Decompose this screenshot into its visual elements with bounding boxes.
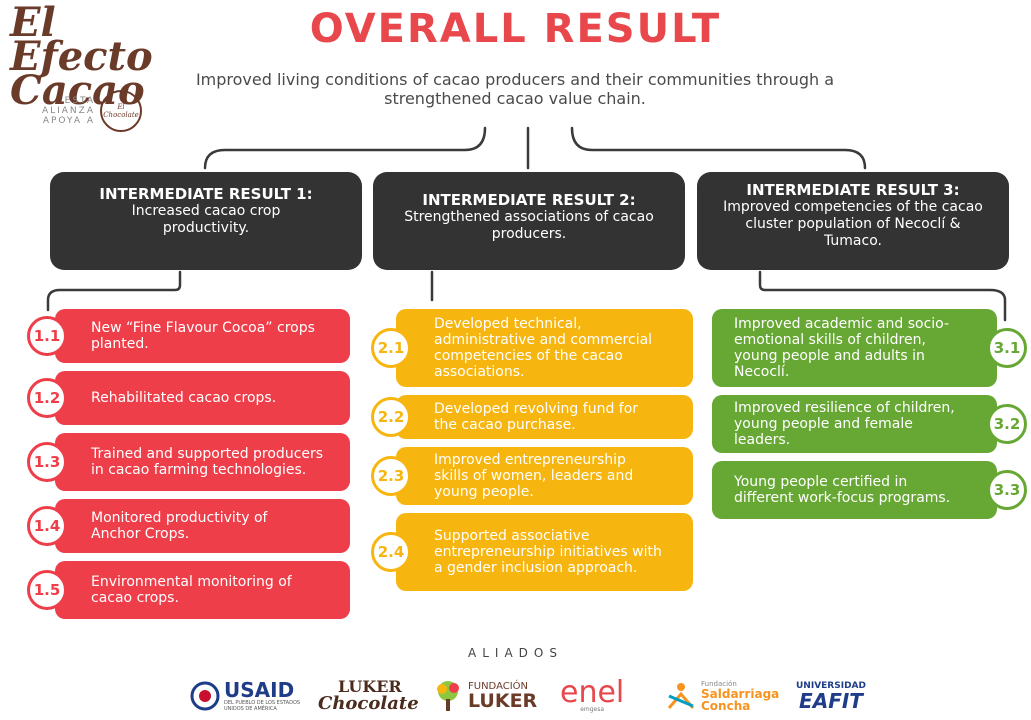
page-title: OVERALL RESULT — [309, 6, 722, 52]
result-2-2: Developed revolving fund for the cacao p… — [396, 395, 693, 439]
result-3-1: Improved academic and socio-emotional sk… — [712, 309, 997, 387]
result-1-3-text: Trained and supported producers in cacao… — [91, 446, 324, 478]
result-2-4-text: Supported associative entrepreneurship i… — [434, 528, 662, 576]
luker-chocolate-line-2: Chocolate — [318, 693, 419, 714]
logo-tagline: ESTA ALIANZA APOYA A — [41, 96, 95, 126]
usaid-name: USAID — [224, 678, 295, 702]
eafit-line-1: UNIVERSIDAD — [796, 681, 866, 691]
result-2-2-number: 2.2 — [371, 397, 411, 437]
usaid-logo: USAID DEL PUEBLO DE LOS ESTADOS UNIDOS D… — [190, 676, 304, 716]
result-1-1-number: 1.1 — [27, 316, 67, 356]
result-1-4-text: Monitored productivity of Anchor Crops. — [91, 510, 268, 542]
logo-line-1: El Efecto — [10, 0, 153, 80]
result-3-3: Young people certified in different work… — [712, 461, 997, 519]
luker-chocolate-line-1: LUKER — [338, 677, 402, 696]
fundacion-luker-line-2: LUKER — [468, 690, 538, 712]
result-3-3-text: Young people certified in different work… — [734, 474, 951, 506]
result-2-2-text: Developed revolving fund for the cacao p… — [434, 401, 639, 433]
ir3-text: Improved competencies of the cacao clust… — [723, 199, 983, 249]
result-1-3: Trained and supported producers in cacao… — [55, 433, 350, 491]
result-3-2-text: Improved resilience of children, young p… — [734, 400, 955, 448]
result-2-1-number: 2.1 — [371, 328, 411, 368]
ir1-heading: INTERMEDIATE RESULT 1: — [99, 185, 313, 203]
result-2-3-text: Improved entrepreneurship skills of wome… — [434, 452, 634, 500]
usaid-subtext: DEL PUEBLO DE LOS ESTADOS UNIDOS DE AMÉR… — [224, 700, 301, 712]
saldarriaga-concha-logo: Fundación Saldarriaga Concha — [665, 676, 779, 716]
ir2-text: Strengthened associations of cacao produ… — [404, 209, 654, 242]
tree-icon — [437, 681, 459, 711]
result-3-1-text: Improved academic and socio-emotional sk… — [734, 316, 950, 380]
result-1-5-number: 1.5 — [27, 570, 67, 610]
result-3-3-number: 3.3 — [987, 470, 1027, 510]
el-chocolate-badge: El Chocolate — [100, 90, 142, 132]
usaid-seal-icon — [190, 681, 220, 711]
result-1-1-text: New “Fine Flavour Cocoa” crops planted. — [91, 320, 315, 352]
saldarriaga-line-1: Fundación — [701, 680, 737, 688]
intermediate-result-3: INTERMEDIATE RESULT 3: Improved competen… — [697, 172, 1009, 270]
ir1-text: Increased cacao crop productivity. — [131, 203, 281, 236]
result-1-1: New “Fine Flavour Cocoa” crops planted. — [55, 309, 350, 363]
result-2-3: Improved entrepreneurship skills of wome… — [396, 447, 693, 505]
result-1-5-text: Environmental monitoring of cacao crops. — [91, 574, 292, 606]
aliados-label: ALIADOS — [468, 646, 563, 660]
result-2-4: Supported associative entrepreneurship i… — [396, 513, 693, 591]
result-2-1: Developed technical, administrative and … — [396, 309, 693, 387]
intermediate-result-1: INTERMEDIATE RESULT 1: Increased cacao c… — [50, 172, 362, 270]
saldarriaga-line-2: Saldarriaga — [701, 687, 780, 701]
result-1-2: Rehabilitated cacao crops. — [55, 371, 350, 425]
eafit-line-2: EAFIT — [799, 689, 863, 713]
result-2-3-number: 2.3 — [371, 456, 411, 496]
result-1-2-text: Rehabilitated cacao crops. — [91, 390, 277, 406]
people-icon — [667, 683, 695, 709]
result-1-4: Monitored productivity of Anchor Crops. — [55, 499, 350, 553]
page-subtitle: Improved living conditions of cacao prod… — [195, 70, 835, 108]
fundacion-luker-logo: FUNDACIÓN LUKER — [432, 676, 537, 716]
result-2-1-text: Developed technical, administrative and … — [434, 316, 653, 380]
result-1-4-number: 1.4 — [27, 506, 67, 546]
fundacion-luker-line-1: FUNDACIÓN — [468, 681, 529, 692]
eafit-logo: UNIVERSIDAD EAFIT — [796, 676, 866, 716]
enel-name: enel — [560, 675, 625, 710]
intermediate-result-2: INTERMEDIATE RESULT 2: Strengthened asso… — [373, 172, 685, 270]
result-3-2-number: 3.2 — [987, 404, 1027, 444]
enel-subtext: emgesa — [580, 706, 605, 713]
luker-chocolate-logo: LUKER Chocolate — [318, 676, 419, 716]
ir3-heading: INTERMEDIATE RESULT 3: — [746, 181, 960, 199]
badge-text: El Chocolate — [103, 103, 139, 119]
result-1-3-number: 1.3 — [27, 442, 67, 482]
result-3-2: Improved resilience of children, young p… — [712, 395, 997, 453]
result-3-1-number: 3.1 — [987, 328, 1027, 368]
result-1-5: Environmental monitoring of cacao crops. — [55, 561, 350, 619]
result-2-4-number: 2.4 — [371, 532, 411, 572]
result-1-2-number: 1.2 — [27, 378, 67, 418]
ir2-heading: INTERMEDIATE RESULT 2: — [422, 191, 636, 209]
enel-logo: enel emgesa — [560, 676, 624, 716]
saldarriaga-line-3: Concha — [701, 699, 751, 713]
